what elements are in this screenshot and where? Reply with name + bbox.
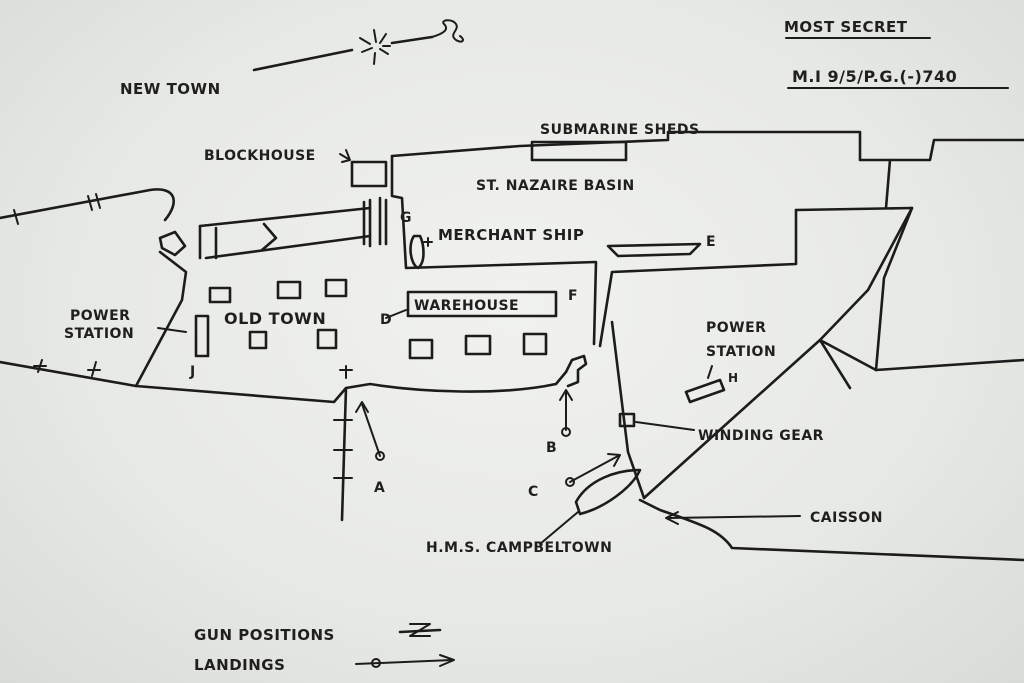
- caisson-pointer: [667, 515, 801, 519]
- hms-campbeltown-ship: [574, 468, 642, 516]
- marker-e: E: [706, 234, 716, 250]
- landing-a-arrow-icon: [355, 401, 369, 413]
- marker-j: J: [189, 364, 196, 380]
- merchant-ship-label: MERCHANT SHIP: [438, 226, 584, 244]
- south-lock-chevron: [260, 222, 278, 252]
- old-town-building: [276, 280, 302, 300]
- basin-south-wall: [598, 208, 798, 348]
- winding-gear-label: WINDING GEAR: [698, 428, 824, 444]
- new-town-line-left: [252, 48, 354, 72]
- legend-landings-label: LANDINGS: [194, 656, 285, 674]
- marker-g: G: [400, 210, 412, 226]
- power-station-west-label-2: STATION: [64, 326, 134, 342]
- basin-north-wall: [390, 130, 1024, 162]
- warehouse-label: WAREHOUSE: [414, 298, 519, 314]
- marker-c: C: [528, 484, 539, 500]
- new-town-sparkle-icon: [359, 29, 391, 65]
- flourish-icon: [431, 19, 464, 43]
- south-building: [522, 332, 548, 356]
- legend-landing-line: [355, 659, 453, 665]
- marker-d: D: [380, 312, 392, 328]
- caisson-label: CAISSON: [810, 510, 883, 526]
- gun-positions-west: [33, 359, 101, 377]
- power-station-east-label-2: STATION: [706, 344, 776, 360]
- blockhouse-label: BLOCKHOUSE: [204, 148, 316, 164]
- west-boundary: [134, 250, 188, 388]
- south-lock-gate-east: [362, 196, 388, 248]
- merchant-ship-cross-icon: [423, 237, 433, 247]
- basin-label: ST. NAZAIRE BASIN: [476, 178, 635, 194]
- submarine-sheds-label: SUBMARINE SHEDS: [540, 122, 700, 138]
- merchant-ship-g: [409, 234, 425, 270]
- campbeltown-label: H.M.S. CAMPBELTOWN: [426, 540, 612, 556]
- campbeltown-pointer: [539, 511, 579, 545]
- landing-c-origin: [565, 477, 575, 487]
- east-dry-dock: [818, 206, 914, 342]
- east-shore: [874, 358, 1024, 372]
- lock-gate-diamond: [158, 230, 187, 257]
- lock-west-wall: [610, 320, 646, 500]
- new-town-line-right: [390, 35, 434, 45]
- caisson-shore: [638, 498, 1024, 562]
- warehouse-pointer: [385, 309, 407, 319]
- classification-label: MOST SECRET: [784, 18, 908, 36]
- old-town-building-j: [194, 314, 210, 358]
- old-town-building: [208, 286, 232, 304]
- landing-c-line: [569, 455, 619, 483]
- marker-b: B: [546, 440, 557, 456]
- old-town-building: [324, 278, 348, 298]
- marker-a: A: [374, 480, 385, 496]
- rail-line-west: [0, 188, 175, 222]
- basin-divider: [884, 158, 892, 210]
- legend-gun-positions-label: GUN POSITIONS: [194, 626, 335, 644]
- merchant-ship-e: [606, 242, 702, 258]
- south-lock-walls: [198, 206, 372, 260]
- rail-crossings: [13, 193, 101, 225]
- south-building: [464, 334, 492, 356]
- new-town-label: NEW TOWN: [120, 80, 221, 98]
- winding-gear-building: [618, 412, 636, 428]
- old-town-label: OLD TOWN: [224, 309, 326, 328]
- blockhouse-arrow-icon: [339, 149, 351, 163]
- power-station-west-pointer: [157, 327, 187, 333]
- mole-gun-positions: [333, 419, 353, 479]
- basin-east-wall: [794, 206, 914, 372]
- legend-gun-position-icon: [409, 623, 431, 637]
- landing-c-arrow-icon: [607, 453, 621, 467]
- gun-position-old-town: [339, 365, 353, 379]
- landing-a-origin: [375, 451, 385, 461]
- warehouse-building: [406, 290, 558, 318]
- old-mole: [340, 386, 348, 522]
- landing-b-arrow-icon: [559, 389, 573, 401]
- caisson-arrow-icon: [665, 511, 679, 525]
- marker-f: F: [568, 288, 578, 304]
- lock-east-wall: [642, 338, 878, 500]
- landing-b-origin: [561, 427, 571, 437]
- blockhouse-building: [350, 160, 388, 188]
- landing-a-line: [361, 403, 381, 457]
- power-station-east-label-1: POWER: [706, 320, 766, 336]
- submarine-sheds-building: [530, 140, 628, 162]
- power-station-east-building: [684, 378, 726, 404]
- reference-label: M.I 9/5/P.G.(-)740: [792, 67, 957, 86]
- legend-landing-origin: [371, 658, 381, 668]
- winding-gear-pointer: [635, 421, 695, 431]
- basin-west-wall: [390, 154, 598, 346]
- legend-landing-arrow-icon: [439, 654, 455, 667]
- old-town-building: [248, 330, 268, 350]
- old-town-building: [316, 328, 338, 350]
- power-station-west-label-1: POWER: [70, 308, 130, 324]
- south-building: [408, 338, 434, 360]
- power-station-east-pointer: [707, 365, 713, 379]
- south-waterfront: [0, 354, 588, 404]
- marker-h: H: [728, 371, 739, 385]
